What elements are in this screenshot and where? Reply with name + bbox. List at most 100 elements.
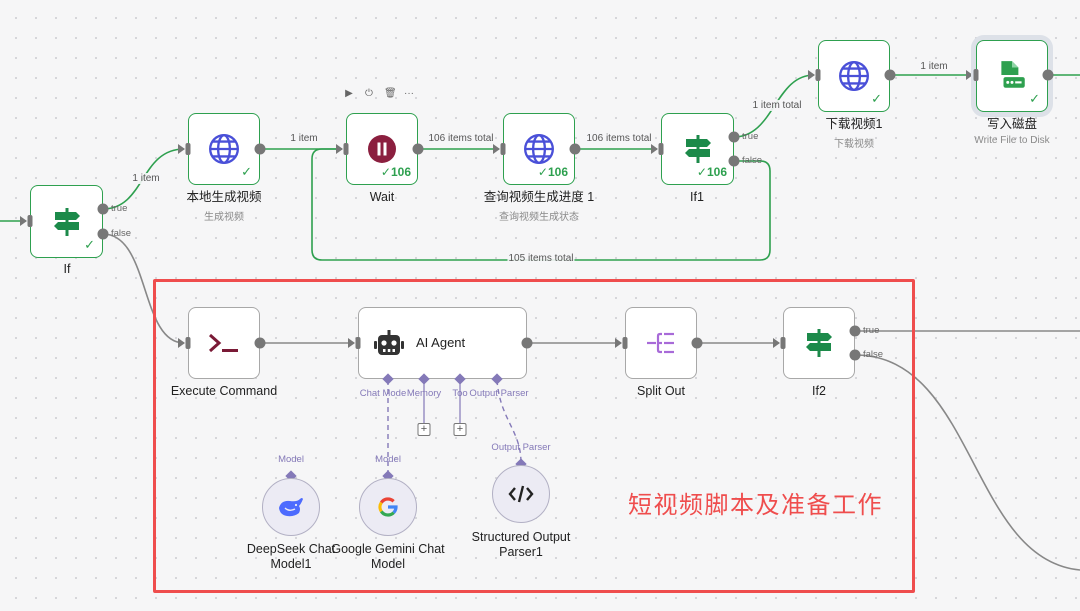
node-if[interactable]: ✓ — [30, 185, 103, 258]
trash-icon[interactable]: 🗑 — [384, 88, 397, 99]
split-input-port[interactable] — [622, 337, 628, 349]
edge-label-wait-to-query: 106 items total — [427, 133, 495, 144]
node-split-out[interactable] — [625, 307, 697, 379]
item-count: 106 — [706, 165, 727, 179]
item-count-badge: ✓106 — [537, 165, 568, 179]
download-video-label: 下载视频1 — [825, 117, 883, 131]
if1-false-port[interactable] — [728, 155, 740, 167]
split-output-port[interactable] — [691, 337, 703, 349]
local-video-input-port[interactable] — [185, 143, 191, 155]
subedge-parser-to-agent — [496, 379, 522, 464]
add-tool-button[interactable]: + — [453, 423, 467, 436]
if2-true-port[interactable] — [849, 325, 861, 337]
edge-label-local-to-wait: 1 item — [289, 133, 319, 144]
query-progress-label: 查询视频生成进度 1 — [483, 190, 595, 204]
download-output-port[interactable] — [884, 69, 896, 81]
gemini-port-label: Model — [375, 454, 401, 465]
globe-icon — [209, 134, 239, 164]
agent-input-port[interactable] — [355, 337, 361, 349]
if-false-port[interactable] — [97, 228, 109, 240]
add-memory-button[interactable]: + — [417, 423, 431, 436]
edge-if2-false-out — [854, 354, 1080, 571]
write-input-port[interactable] — [973, 69, 979, 81]
node-wait[interactable]: ✓106 — [346, 113, 418, 185]
arrow-to-agent — [348, 338, 355, 348]
node-google-gemini-chat-model[interactable] — [359, 478, 417, 536]
node-query-progress[interactable]: ✓106 — [503, 113, 575, 185]
edge-label-download-to-write: 1 item — [919, 61, 949, 72]
play-icon[interactable]: ▶ — [345, 88, 353, 99]
query-output-port[interactable] — [569, 143, 581, 155]
query-progress-subtitle: 查询视频生成状态 — [499, 212, 579, 223]
item-count-badge: ✓106 — [696, 165, 727, 179]
node-write-disk[interactable]: ✓ — [976, 40, 1048, 112]
deepseek-port-label: Model — [278, 454, 304, 465]
item-count-badge: ✓106 — [380, 165, 411, 179]
item-count: 106 — [547, 165, 568, 179]
signpost-icon — [53, 207, 80, 236]
if-true-port[interactable] — [97, 203, 109, 215]
deepseek-label-line2: Model1 — [270, 557, 312, 571]
terminal-icon — [209, 333, 238, 353]
if2-false-label: false — [863, 349, 884, 360]
robot-icon — [374, 330, 404, 355]
node-ai-agent[interactable]: AI Agent — [358, 307, 527, 379]
deepseek-whale-icon — [279, 498, 303, 517]
gemini-label: Google Gemini Chat Model — [331, 542, 444, 572]
write-output-port[interactable] — [1042, 69, 1054, 81]
arrow-to-split — [615, 338, 622, 348]
execute-input-port[interactable] — [185, 337, 191, 349]
node-structured-output-parser[interactable] — [492, 465, 550, 523]
agent-output-parser-label: Output Parser — [469, 388, 529, 399]
local-video-label: 本地生成视频 — [186, 190, 262, 204]
arrow-to-download — [808, 70, 815, 80]
agent-chat-model-label: Chat Mode — [359, 388, 407, 399]
edge-label-if-to-local: 1 item — [131, 173, 161, 184]
query-input-port[interactable] — [500, 143, 506, 155]
sticky-note[interactable] — [153, 279, 915, 593]
wait-output-port[interactable] — [412, 143, 424, 155]
arrow-to-write — [966, 70, 973, 80]
node-download-video[interactable]: ✓ — [818, 40, 890, 112]
if2-label: If2 — [812, 384, 826, 398]
deepseek-label-line1: DeepSeek Chat — [246, 542, 336, 556]
disk-write-icon — [1001, 61, 1025, 88]
node-local-video[interactable]: ✓ — [188, 113, 260, 185]
gemini-label-line2: Model — [370, 557, 406, 571]
arrow-to-if — [20, 216, 27, 226]
download-video-subtitle: 下载视频 — [834, 139, 874, 150]
if2-input-port[interactable] — [780, 337, 786, 349]
power-icon[interactable]: ⏻ — [365, 88, 373, 99]
agent-output-port[interactable] — [521, 337, 533, 349]
download-input-port[interactable] — [815, 69, 821, 81]
success-check-icon: ✓ — [1029, 91, 1040, 106]
parser-port-label: Output Parser — [491, 442, 551, 453]
globe-icon — [839, 61, 869, 91]
if-input-port[interactable] — [27, 215, 33, 227]
edge-label-loop-back: 105 items total — [507, 253, 575, 264]
if1-input-port[interactable] — [658, 143, 664, 155]
if1-label: If1 — [690, 190, 704, 204]
arrow-to-if1 — [651, 144, 658, 154]
execute-command-label: Execute Command — [170, 384, 278, 398]
node-deepseek-chat-model[interactable] — [262, 478, 320, 536]
execute-output-port[interactable] — [254, 337, 266, 349]
if1-true-port[interactable] — [728, 131, 740, 143]
signpost-icon — [806, 329, 832, 357]
edge-label-if1-to-download: 1 item total — [751, 100, 803, 111]
arrow-to-query — [493, 144, 500, 154]
parser-label-line1: Structured Output — [471, 530, 571, 544]
deepseek-label: DeepSeek Chat Model1 — [247, 542, 335, 572]
if1-true-label: true — [742, 131, 759, 142]
if1-false-label: false — [742, 155, 763, 166]
google-g-icon — [378, 497, 398, 517]
local-video-output-port[interactable] — [254, 143, 266, 155]
write-disk-label: 写入磁盘 — [986, 117, 1038, 131]
if2-false-port[interactable] — [849, 349, 861, 361]
node-if2[interactable] — [783, 307, 855, 379]
wait-input-port[interactable] — [343, 143, 349, 155]
node-execute-command[interactable] — [188, 307, 260, 379]
arrow-to-exec — [178, 338, 185, 348]
node-if1[interactable]: ✓106 — [661, 113, 734, 185]
more-icon[interactable]: ··· — [404, 88, 414, 99]
